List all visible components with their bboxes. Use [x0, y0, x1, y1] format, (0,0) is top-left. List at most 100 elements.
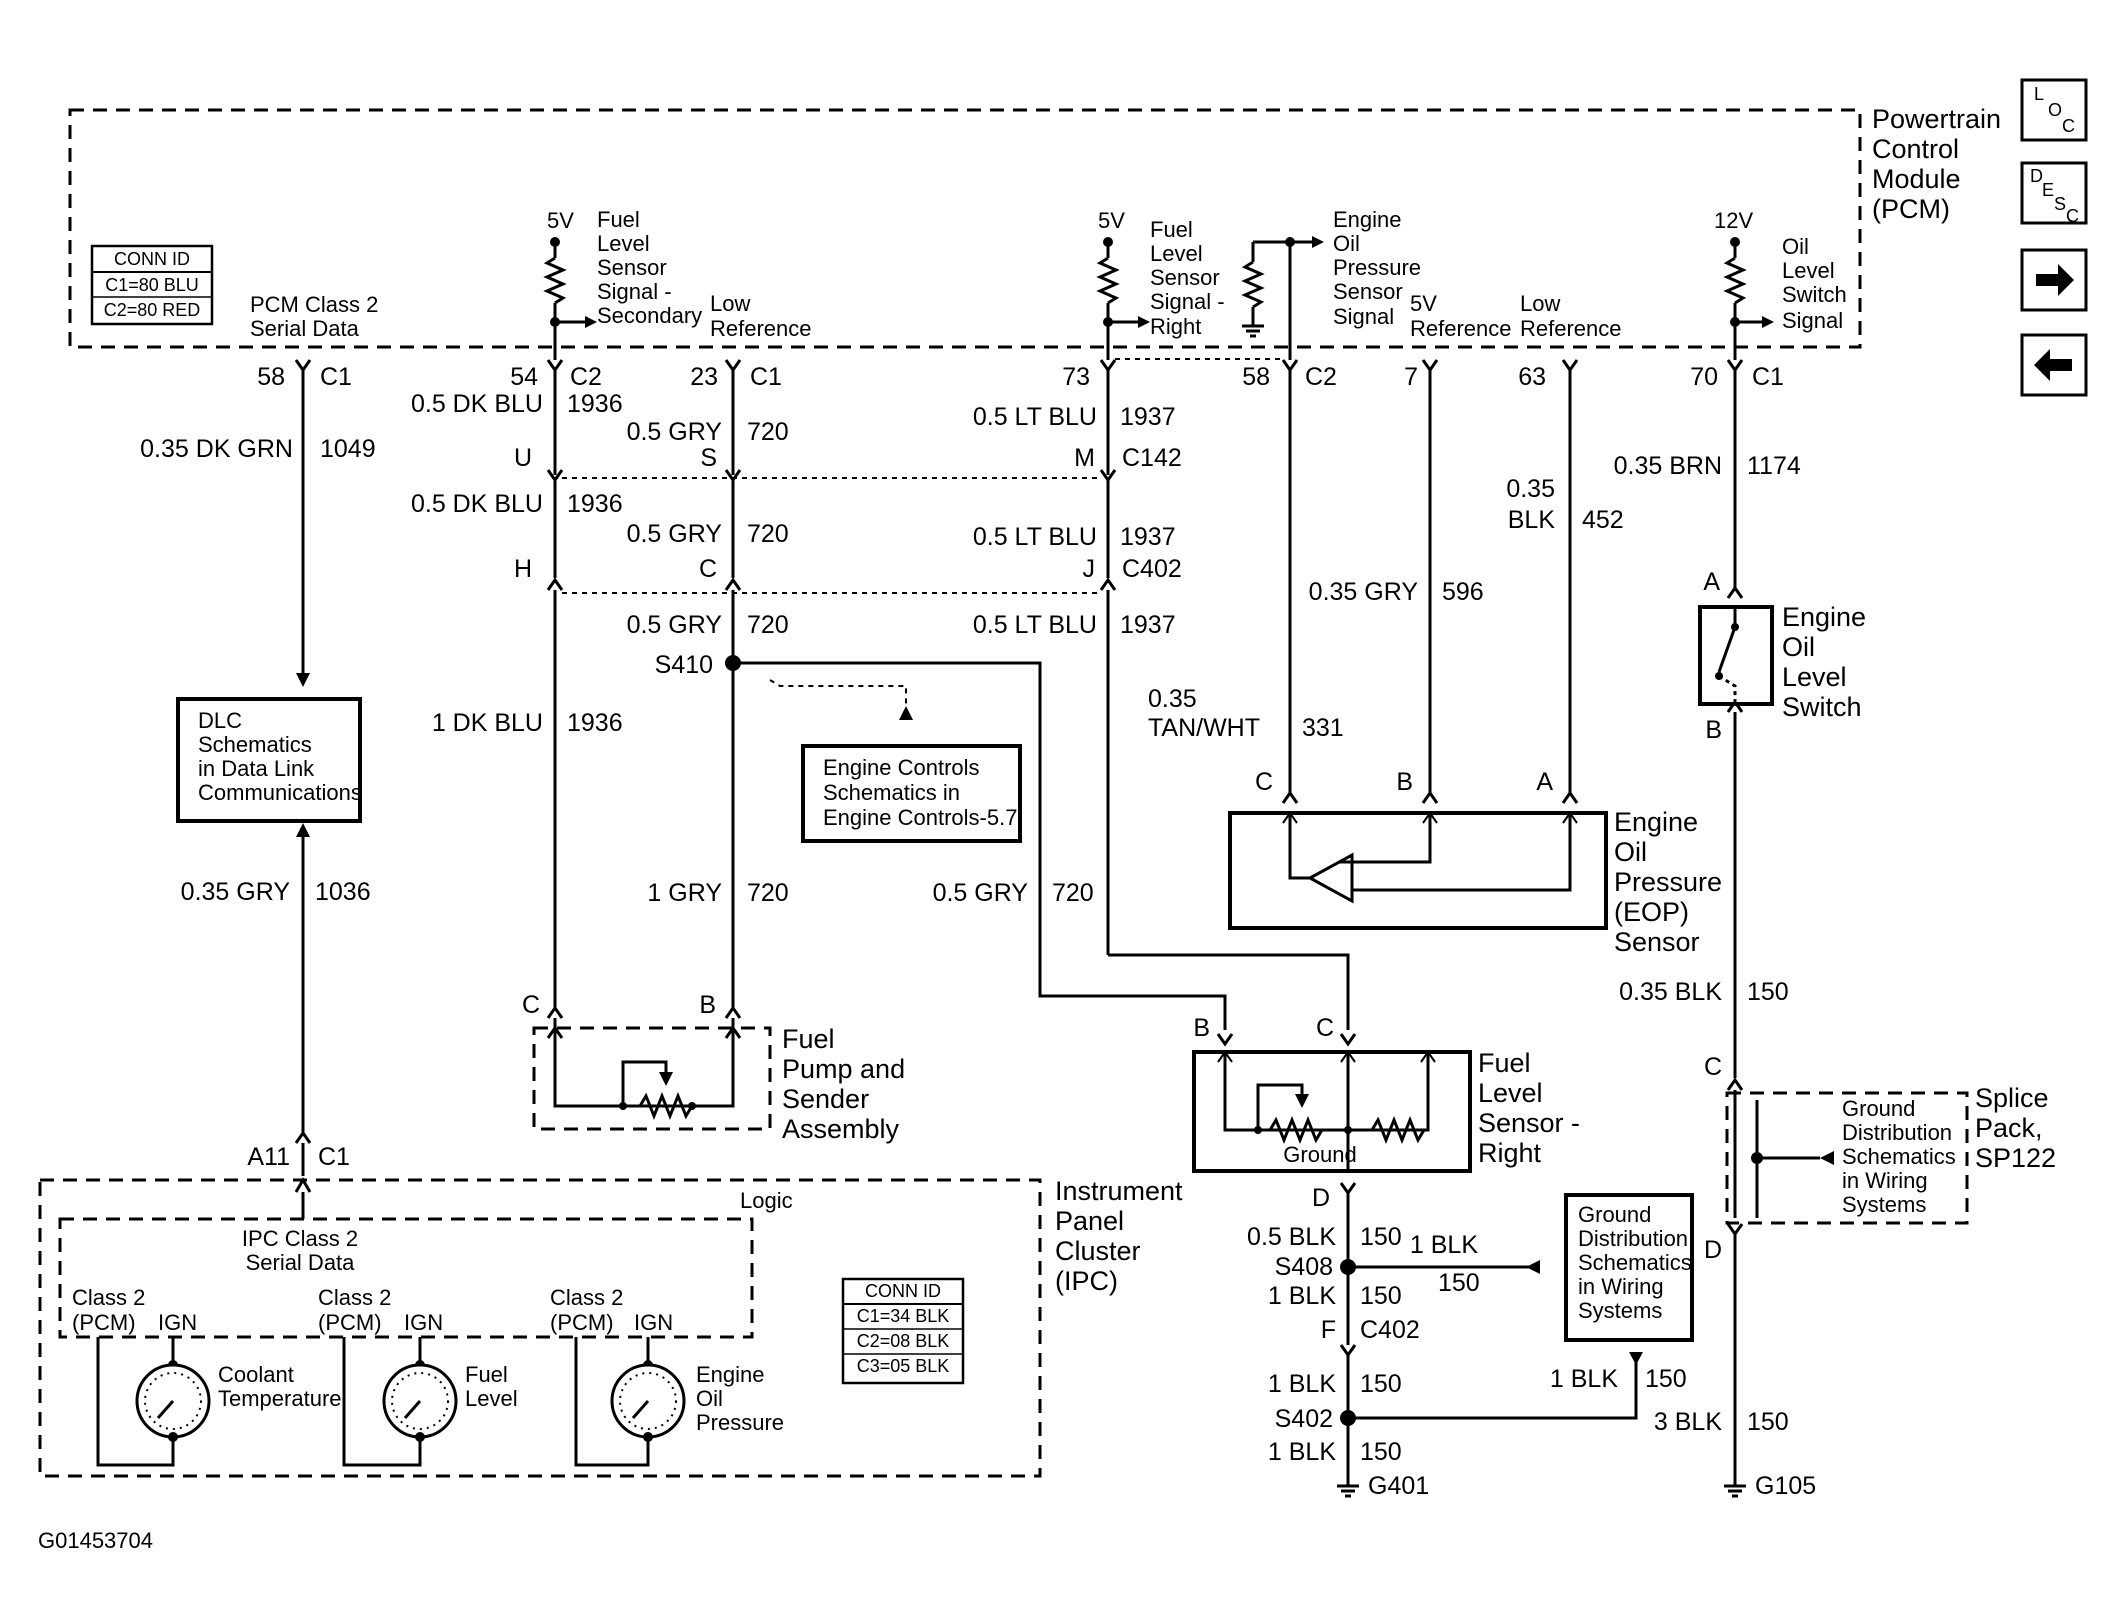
svg-text:(PCM): (PCM) [72, 1310, 136, 1335]
svg-text:in Data Link: in Data Link [198, 756, 315, 781]
svg-text:SP122: SP122 [1975, 1143, 2056, 1173]
svg-text:Reference: Reference [1410, 316, 1512, 341]
svg-text:B: B [1193, 1014, 1210, 1042]
svg-text:Level: Level [1782, 258, 1835, 283]
svg-text:A11: A11 [247, 1143, 290, 1171]
svg-text:Sensor -: Sensor - [1478, 1108, 1580, 1138]
svg-text:Fuel: Fuel [1478, 1048, 1531, 1078]
svg-text:1 BLK: 1 BLK [1550, 1365, 1618, 1393]
svg-text:0.35: 0.35 [1506, 475, 1555, 503]
pcm-title: Powertrain Control Module (PCM) [1872, 104, 2001, 224]
svg-text:Distribution: Distribution [1578, 1226, 1688, 1251]
svg-text:150: 150 [1360, 1438, 1402, 1466]
engine-controls-reference-box[interactable]: Engine Controls Schematics in Engine Con… [801, 744, 1022, 843]
svg-text:Oil: Oil [696, 1386, 723, 1411]
svg-text:0.5 BLK: 0.5 BLK [1247, 1223, 1336, 1251]
svg-text:D: D [2030, 166, 2043, 186]
svg-text:Sender: Sender [782, 1084, 869, 1114]
ground-distribution-reference-box[interactable]: Ground Distribution Schematics in Wiring… [1564, 1193, 1694, 1342]
svg-text:in Wiring: in Wiring [1842, 1168, 1928, 1193]
svg-text:1 BLK: 1 BLK [1268, 1438, 1336, 1466]
wires [294, 359, 1744, 1478]
svg-text:BLK: BLK [1508, 506, 1556, 534]
svg-text:Powertrain: Powertrain [1872, 104, 2001, 134]
svg-text:S: S [700, 444, 717, 472]
svg-text:IPC Class 2: IPC Class 2 [242, 1226, 358, 1251]
pcm-enclosure [68, 108, 1862, 349]
svg-text:Level: Level [1478, 1078, 1543, 1108]
pcm-internal-labels: PCM Class 2 Serial Data 5V Fuel Level Se… [250, 207, 1847, 341]
svg-text:Temperature: Temperature [218, 1386, 342, 1411]
svg-text:Assembly: Assembly [782, 1114, 900, 1144]
svg-text:Fuel: Fuel [597, 207, 640, 232]
figure-id: G01453704 [38, 1528, 153, 1553]
loc-button[interactable]: L O C [2020, 78, 2088, 142]
desc-button[interactable]: D E S C [2020, 161, 2088, 226]
fuel-level-sensor-right: Ground B C D Fuel Level Sensor - Right [1192, 1014, 1580, 1212]
svg-text:H: H [514, 555, 532, 583]
svg-text:IGN: IGN [634, 1310, 673, 1335]
svg-text:1 BLK: 1 BLK [1268, 1370, 1336, 1398]
svg-text:Engine: Engine [1333, 207, 1402, 232]
svg-text:Fuel: Fuel [782, 1024, 835, 1054]
svg-text:596: 596 [1442, 578, 1484, 606]
svg-text:Pack,: Pack, [1975, 1113, 2043, 1143]
svg-text:150: 150 [1360, 1370, 1402, 1398]
svg-text:7: 7 [1404, 363, 1418, 391]
svg-text:Signal: Signal [1782, 308, 1843, 333]
svg-text:150: 150 [1645, 1365, 1687, 1393]
svg-text:Engine: Engine [1614, 807, 1698, 837]
svg-text:63: 63 [1518, 363, 1546, 391]
previous-page-button[interactable] [2020, 333, 2088, 397]
svg-text:Reference: Reference [710, 316, 812, 341]
arrow-right-icon [2036, 264, 2074, 296]
svg-text:(PCM): (PCM) [1872, 194, 1950, 224]
svg-text:Distribution: Distribution [1842, 1120, 1952, 1145]
next-page-button[interactable] [2020, 248, 2088, 312]
svg-text:C1: C1 [318, 1143, 350, 1171]
svg-text:Pump and: Pump and [782, 1054, 905, 1084]
svg-text:Class 2: Class 2 [72, 1285, 145, 1310]
instrument-panel-cluster: Logic IPC Class 2 Serial Data Instrument… [38, 1176, 1183, 1478]
svg-text:1036: 1036 [315, 878, 371, 906]
pcm-connector-id-table: CONN ID C1=80 BLU C2=80 RED [90, 244, 214, 326]
dlc-reference-box[interactable]: DLC Schematics in Data Link Communicatio… [176, 697, 362, 823]
svg-text:PCM Class 2: PCM Class 2 [250, 292, 378, 317]
svg-text:Engine: Engine [1782, 602, 1866, 632]
svg-text:C2: C2 [1305, 363, 1337, 391]
arrow-left-icon [2034, 349, 2072, 381]
svg-text:D: D [1312, 1184, 1330, 1212]
svg-text:DLC: DLC [198, 708, 242, 733]
svg-text:0.35 DK GRN: 0.35 DK GRN [140, 435, 293, 463]
svg-text:B: B [699, 991, 716, 1019]
svg-text:in Wiring: in Wiring [1578, 1274, 1664, 1299]
svg-text:Oil: Oil [1782, 234, 1809, 259]
svg-text:Instrument: Instrument [1055, 1176, 1183, 1206]
svg-text:Coolant: Coolant [218, 1362, 294, 1387]
svg-text:C: C [1704, 1053, 1722, 1081]
svg-text:1936: 1936 [567, 709, 623, 737]
svg-text:C1: C1 [1752, 363, 1784, 391]
svg-text:(PCM): (PCM) [318, 1310, 382, 1335]
inline-connector-labels: U S M C142 H C J C402 F C402 A11 C1 [247, 444, 1419, 1344]
svg-text:Serial Data: Serial Data [250, 316, 360, 341]
svg-text:C: C [2062, 116, 2075, 136]
svg-text:Class 2: Class 2 [318, 1285, 391, 1310]
svg-text:331: 331 [1302, 714, 1344, 742]
svg-text:1 GRY: 1 GRY [647, 879, 722, 907]
fuel-level-gauge: Class 2 (PCM) IGN Fuel Level [318, 1285, 518, 1467]
svg-text:58: 58 [257, 363, 285, 391]
svg-text:S402: S402 [1275, 1405, 1333, 1433]
svg-text:C: C [522, 991, 540, 1019]
svg-text:F: F [1321, 1316, 1336, 1344]
svg-text:Secondary: Secondary [597, 303, 702, 328]
svg-text:Oil: Oil [1782, 632, 1815, 662]
svg-text:1936: 1936 [567, 390, 623, 418]
svg-text:1174: 1174 [1747, 452, 1801, 480]
svg-text:0.5 DK BLU: 0.5 DK BLU [411, 490, 543, 518]
svg-text:Logic: Logic [740, 1188, 793, 1213]
svg-text:B: B [1396, 768, 1413, 796]
svg-text:Right: Right [1478, 1138, 1542, 1168]
svg-text:150: 150 [1360, 1223, 1402, 1251]
